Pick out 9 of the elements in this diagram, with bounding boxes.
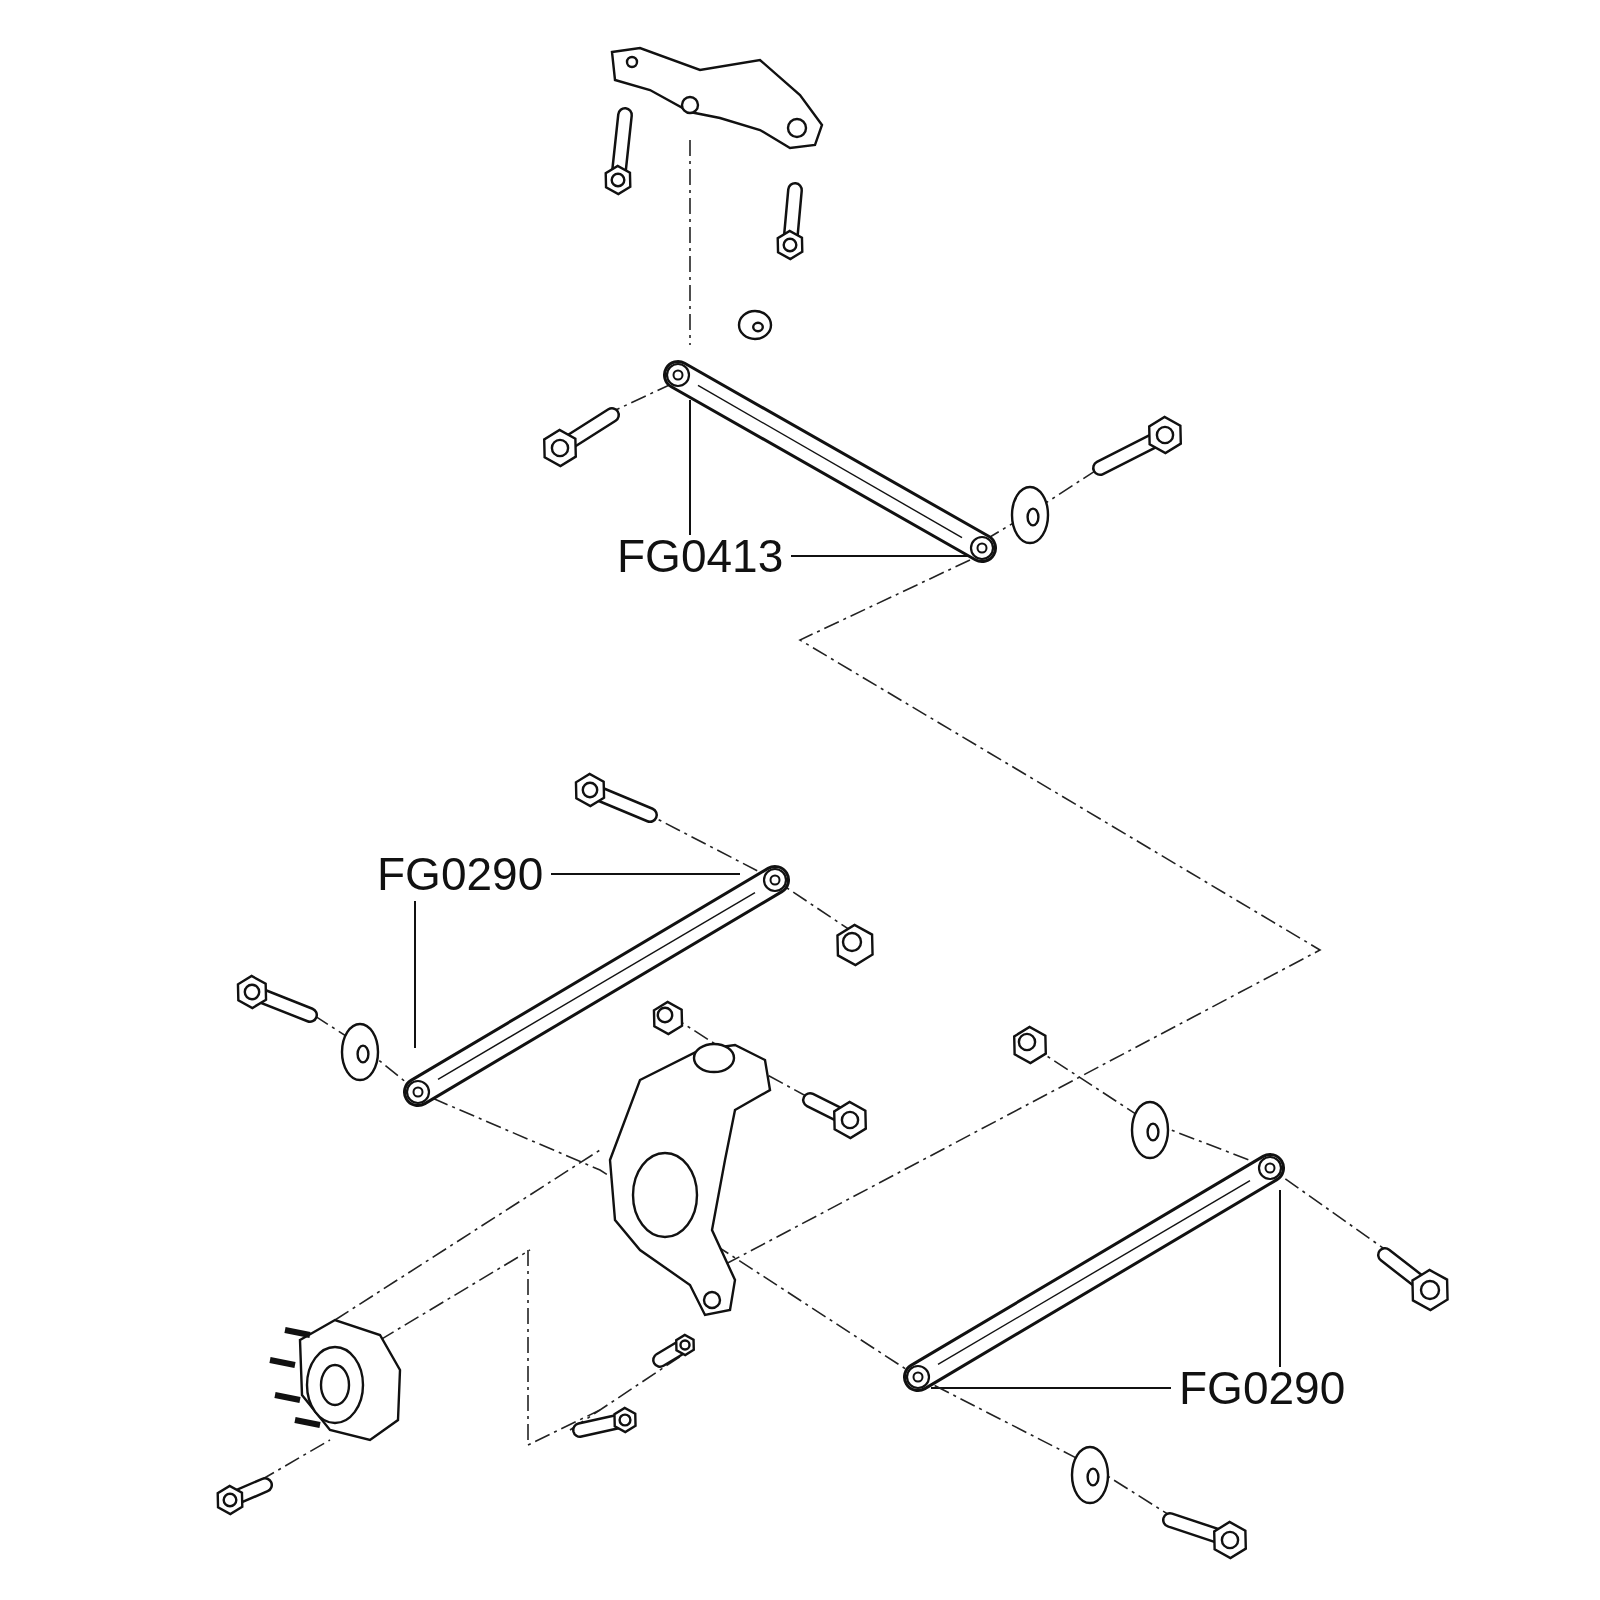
leader-line <box>930 1387 1172 1389</box>
part-number: FG0413 <box>617 530 784 582</box>
leader-line <box>689 399 691 536</box>
leader-line <box>550 873 741 875</box>
leader-line <box>790 555 969 557</box>
part-number: FG0290 <box>377 848 544 900</box>
leader-line <box>1279 1189 1281 1368</box>
part-number: FG0290 <box>1179 1362 1346 1414</box>
leader-line <box>414 900 416 1049</box>
